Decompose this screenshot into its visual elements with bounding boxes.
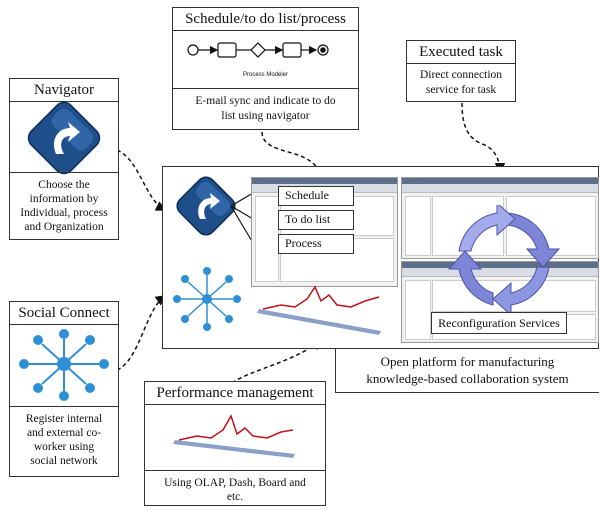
schedule-box-title: Schedule/to do list/process [173,8,358,31]
schedule-description-line2: list using navigator [221,110,310,122]
performance-description-line2: etc. [226,491,244,503]
arrow-performance-to-platform [231,338,322,384]
performance-chart-icon [173,414,295,458]
reconfiguration-cycle-icon [447,205,561,315]
menu-item-schedule[interactable]: Schedule [278,186,354,206]
social-network-icon [19,329,109,401]
social-description-line4: social network [30,455,98,467]
social-description-line1: Register internal [25,413,103,425]
platform-caption: Open platform for manufacturing knowledg… [335,349,599,393]
reconfiguration-services-label: Reconfiguration Services [431,312,567,334]
platform-box: Schedule To do list Process Reconfigurat… [162,166,599,349]
schedule-divider [173,88,358,89]
performance-title: Performance management [145,382,325,405]
navigator-icon [27,102,101,175]
performance-divider [145,470,325,471]
performance-box: Performance management Using OLAP, Dash,… [144,381,326,506]
platform-caption-line1: Open platform for manufacturing [380,354,555,369]
platform-caption-line2: knowledge-based collaboration system [366,371,569,386]
process-modeler-diagram [187,42,329,58]
executed-description-line2: service for task [425,84,497,96]
navigator-description-line4: and Organization [24,221,104,233]
social-divider [10,406,118,407]
social-description-line3: worker using [33,441,95,453]
navigator-divider [10,172,118,173]
navigator-description-line1: Choose the [38,179,90,191]
menu-item-todo[interactable]: To do list [278,210,354,230]
platform-navigator-icon [176,176,254,244]
navigator-description-line3: Individual, process [20,207,108,219]
schedule-description-line1: E-mail sync and indicate to do [195,95,336,107]
executed-task-box: Executed task Direct connection service … [406,40,516,102]
executed-task-title: Executed task [407,41,515,64]
executed-description-line1: Direct connection [419,69,503,81]
performance-description-line1: Using OLAP, Dash, Board and [164,477,306,489]
platform-social-icon [173,267,241,331]
navigator-box: Navigator Choose the information by Indi… [9,78,119,240]
menu-item-process[interactable]: Process [278,234,354,254]
platform-performance-chart [257,285,381,335]
navigator-title: Navigator [10,79,118,102]
social-connect-box: Social Connect Register internal and ext… [9,301,119,477]
navigator-description-line2: information by [29,193,99,205]
schedule-box: Schedule/to do list/process Process Mode… [172,7,359,130]
screenshot-right-top [401,177,599,259]
process-modeler-caption: Process Modeler [242,72,289,78]
social-connect-title: Social Connect [10,302,118,325]
arrow-social-to-platform [116,295,167,371]
arrow-navigator-to-platform [116,149,167,211]
social-description-line2: and external co- [26,427,102,439]
arrow-executed-to-platform [461,102,506,174]
